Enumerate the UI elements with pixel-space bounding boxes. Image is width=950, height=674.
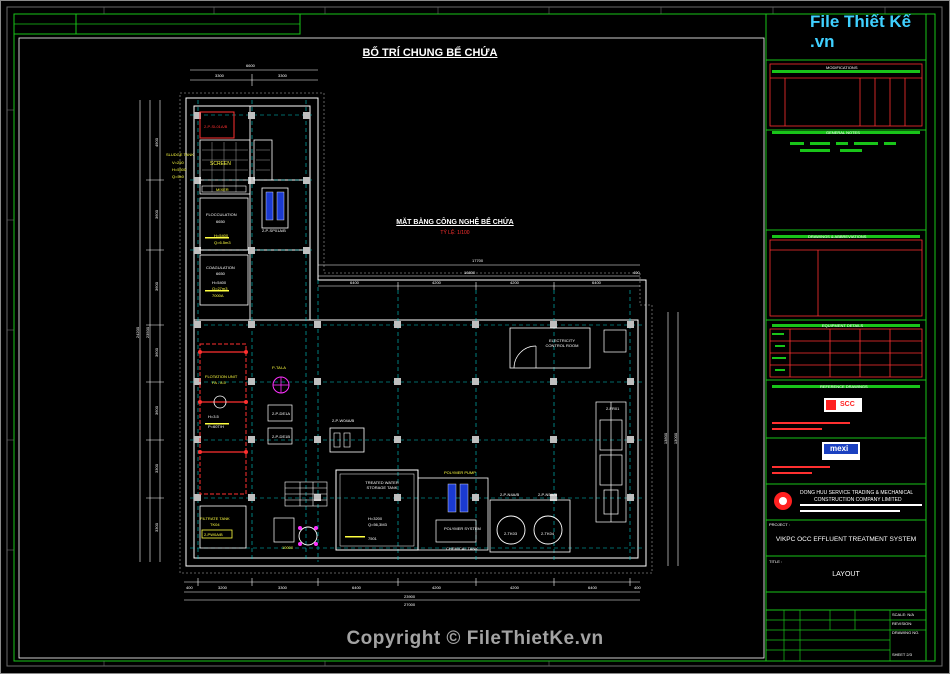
- dim-right-total-b: 16800: [464, 270, 476, 275]
- label-tank-a: 2-TK03: [504, 531, 518, 536]
- dim-bottom-4: 6400: [352, 585, 361, 590]
- dim-upper-left: 3300: [215, 73, 224, 78]
- tb-company-1: DONG HUU SERVICE TRADING & MECHANICAL: [800, 490, 914, 496]
- label-floc-q: Q=6.5m3: [214, 240, 231, 245]
- dim-bottom-7: 6400: [588, 585, 597, 590]
- tb-project-label: PROJECT :: [769, 522, 790, 527]
- label-sludge-h: H=5500: [172, 167, 187, 172]
- label-flotation: FLOTATION UNIT: [205, 374, 238, 379]
- label-p-wt: 2-P-W04A/B: [332, 418, 355, 423]
- label-floc-code: 6650: [216, 219, 225, 224]
- label-screen: SCREEN: [210, 161, 231, 167]
- label-sludge-v: V=250: [172, 160, 184, 165]
- dim-left-7: 3300: [153, 523, 159, 532]
- label-floc-h: H=5400: [214, 233, 229, 238]
- dim-span-2: 4200: [432, 280, 441, 285]
- label-electrical-room: ELECTRICITY CONTROL ROOM: [545, 338, 579, 348]
- tb-sheet-no: SHEET 2/3: [892, 652, 912, 657]
- dim-span-4: 6400: [592, 280, 601, 285]
- dim-left-2: 3600: [153, 210, 159, 219]
- dim-left-total-b: 23500: [145, 326, 151, 339]
- label-right-equip: 2-FR01: [606, 406, 620, 411]
- label-p-sludge: 2-P-SL01A/B: [204, 124, 228, 129]
- label-flotation-h: H=3.5: [208, 414, 219, 419]
- tb-revision: REVISION:: [892, 621, 913, 626]
- label-pump-a: P-TAI-A: [272, 365, 286, 370]
- label-coag-q: Q=27m3: [212, 286, 228, 291]
- dim-bottom-2: 3200: [218, 585, 227, 590]
- tb-reference-drawings: REFERENCE DRAWINGS: [820, 384, 868, 389]
- label-mixer: MIXER: [216, 187, 229, 192]
- dim-right-b: 13000: [673, 432, 679, 445]
- dim-right-a: 13800: [663, 432, 669, 445]
- label-filtrate-code: TK04: [210, 522, 220, 527]
- label-treated-q: Q=56,3M3: [368, 522, 387, 527]
- tb-contractor-logo: mexi: [830, 444, 849, 453]
- label-polymer-pump: POLYMER PUMP: [444, 470, 476, 475]
- filethietke-logo: File Thiết Kế .vn: [810, 12, 935, 51]
- label-treated-water: TREATED WATER STORAGE TANK: [365, 480, 399, 490]
- label-coag-t: 7000A: [212, 293, 224, 298]
- label-flotation-code: FA - 8.5: [212, 380, 226, 385]
- dim-left-3: 3600: [153, 282, 159, 291]
- dim-bottom-1: 400: [186, 585, 193, 590]
- dim-span-1: 6400: [350, 280, 359, 285]
- label-p-floc: 2-P-SP01A/B: [262, 228, 286, 233]
- dim-bottom-total-b: 27000: [404, 602, 416, 607]
- dim-left-total-a: 24200: [135, 326, 141, 339]
- label-p-right-a: 2-P-N4A/B: [500, 492, 520, 497]
- label-bottom-pump: 10000: [282, 545, 294, 550]
- dim-left-1: 4900: [153, 138, 159, 147]
- label-sludge-tank: SLUDGE TANK: [166, 152, 194, 157]
- label-coag-code: 6650: [216, 271, 225, 276]
- dim-small: 400: [633, 270, 640, 275]
- label-flotation-q: P=60T/H: [208, 424, 224, 429]
- label-coagulation: COAGULATION: [206, 265, 235, 270]
- dim-left-4: 3600: [153, 348, 159, 357]
- label-pump-b: 2-P-DE1A: [272, 411, 291, 416]
- dim-bottom-3: 3300: [278, 585, 287, 590]
- label-pump-c: 2-P-DE1B: [272, 434, 291, 439]
- label-sludge-q: Q=5x0: [172, 174, 184, 179]
- dim-bottom-5: 4200: [432, 585, 441, 590]
- tb-drawings-abbr: DRAWINGS & ABBREVIATIONS: [808, 234, 867, 239]
- dim-bottom-8: 400: [634, 585, 641, 590]
- tb-modifications: MODIFICATIONS: [826, 65, 858, 70]
- label-coag-h: H=5400: [212, 280, 227, 285]
- tb-drawing-no: DRAWING NO.: [892, 630, 920, 635]
- label-flocculation: FLOCCULATION: [206, 212, 237, 217]
- tb-scale: SCALE: N/A: [892, 612, 915, 617]
- label-p-right-b: 2-P-N5A/B: [538, 492, 558, 497]
- dim-left-6: 3300: [153, 464, 159, 473]
- label-filtrate-p: 2-PW0A/B: [204, 532, 223, 537]
- plan-scale: TỶ LỆ: 1/100: [440, 230, 470, 236]
- dim-span-3: 4200: [510, 280, 519, 285]
- dim-right-total-a: 17700: [472, 258, 484, 263]
- tb-title-label: TITLE :: [769, 559, 783, 564]
- label-treated-t: 7501: [368, 536, 377, 541]
- tb-client-logo: SCC: [840, 401, 855, 408]
- copyright-watermark: Copyright © FileThietKe.vn: [346, 628, 604, 649]
- tb-title-name: LAYOUT: [832, 571, 860, 578]
- label-tank-b: 2-TK04: [541, 531, 555, 536]
- dim-upper-right: 3300: [278, 73, 287, 78]
- dim-upper-total: 6600: [246, 63, 255, 68]
- main-title: BỐ TRÍ CHUNG BỂ CHỨA: [362, 47, 498, 59]
- tb-company-2: CONSTRUCTION COMPANY LIMITED: [814, 497, 902, 503]
- plan-subtitle: MẶT BẰNG CÔNG NGHỆ BỂ CHỨA: [396, 219, 514, 226]
- dim-bottom-6: 4200: [510, 585, 519, 590]
- label-polymer-system: POLYMER SYSTEM: [444, 526, 481, 531]
- logo-text: File Thiết Kế .vn: [810, 12, 912, 51]
- tb-project-name: VIKPC OCC EFFLUENT TREATMENT SYSTEM: [775, 536, 917, 543]
- label-chemical-tank: CHEMICAL TANK: [446, 546, 478, 551]
- dim-left-5: 3600: [153, 406, 159, 415]
- label-treated-h: H=3200: [368, 516, 383, 521]
- dim-bottom-total-a: 23900: [404, 594, 416, 599]
- tb-general-notes: GENERAL NOTES: [826, 130, 860, 135]
- tb-equipment-details: EQUIPMENT DETAILS: [822, 323, 864, 328]
- label-filtrate-tank: FILTRATE TANK: [200, 516, 230, 521]
